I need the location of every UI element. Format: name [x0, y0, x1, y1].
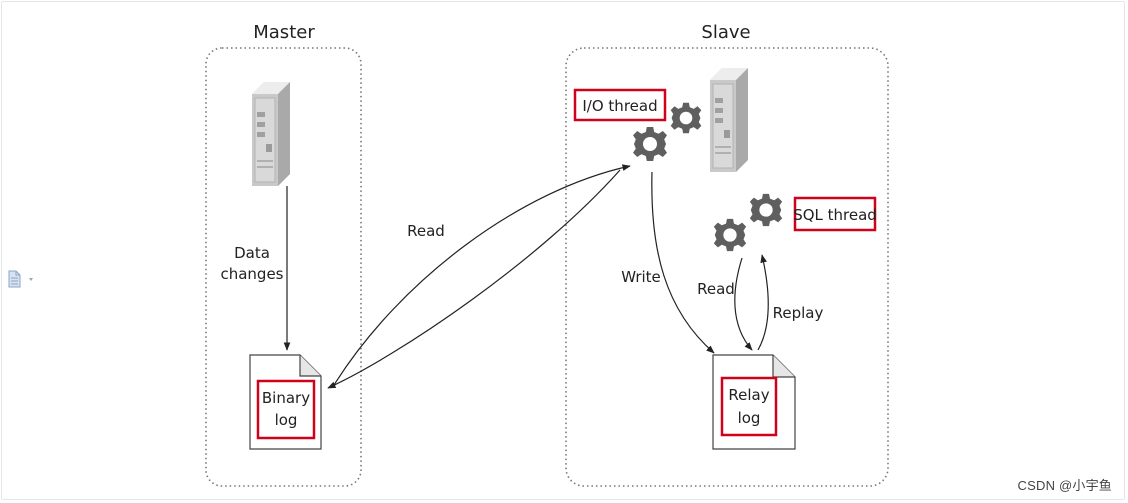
slave-title: Slave: [701, 22, 750, 43]
sql-thread-label: SQL thread: [793, 206, 877, 224]
slave-group: Slave I/O thread SQL thread Write Read R…: [565, 22, 889, 487]
relay-log-label-2: log: [738, 409, 761, 427]
sql-thread-highlight: [793, 196, 877, 232]
write-arrow: [651, 171, 715, 354]
relay-read-arrow: [734, 257, 753, 351]
io-thread-gear-icon: [633, 127, 667, 161]
cross-read-label: Read: [407, 222, 445, 240]
data-changes-label-1: Data: [234, 244, 270, 262]
slave-server-icon: [709, 67, 749, 173]
slave-boundary: [565, 47, 889, 487]
relay-log-highlight: [720, 376, 778, 437]
sql-thread-gear-icon-2: [749, 193, 783, 227]
master-title: Master: [253, 22, 315, 43]
io-thread-highlight: [573, 88, 667, 122]
document-icon[interactable]: [7, 270, 39, 293]
binlog-send-arrow: [327, 169, 621, 389]
data-changes-label-2: changes: [220, 265, 283, 283]
replay-label: Replay: [773, 304, 824, 322]
binary-log-label-1: Binary: [262, 389, 310, 407]
sql-thread-gear-icon: [713, 218, 747, 252]
replay-arrow: [757, 254, 769, 351]
relay-read-label: Read: [697, 280, 735, 298]
io-thread-gear-icon-2: [670, 102, 702, 134]
watermark: CSDN @小宇鱼: [1017, 478, 1112, 493]
relay-log-label-1: Relay: [728, 386, 769, 404]
binary-log-label-2: log: [275, 411, 298, 429]
binary-log-file: Binary log: [249, 354, 322, 450]
label-backdrop: [222, 238, 286, 286]
chevron-down-icon: [29, 278, 33, 281]
relay-log-file: Relay log: [712, 354, 796, 450]
io-thread-label: I/O thread: [582, 97, 657, 115]
binary-log-highlight: [256, 379, 316, 440]
master-group: Master Data changes Binary log: [205, 22, 362, 487]
master-boundary: [205, 47, 362, 487]
write-label: Write: [621, 268, 661, 286]
io-read-arrow: [333, 164, 631, 386]
master-server-icon: [251, 81, 291, 187]
